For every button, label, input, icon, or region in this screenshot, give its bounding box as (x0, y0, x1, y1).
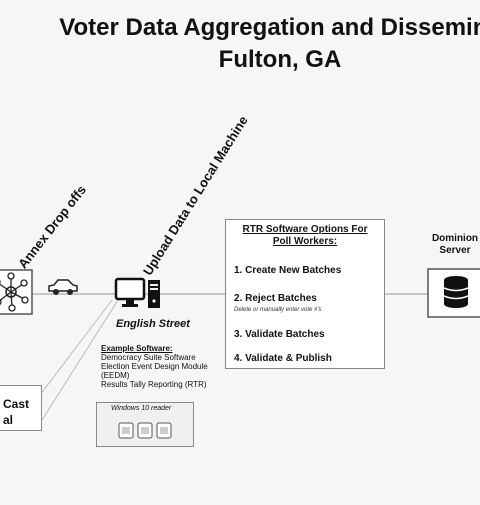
windows-reader-label: Windows 10 reader (111, 405, 172, 412)
example-software-line: Democracy Suite Software (101, 353, 196, 362)
rtr-option: 4. Validate & Publish (234, 353, 332, 364)
example-software-heading: Example Software: (101, 344, 173, 353)
cast-box-label: Cast al (3, 397, 30, 427)
diagram-subtitle: Fulton, GA (218, 46, 342, 73)
car-icon (48, 279, 78, 295)
database-icon (427, 268, 480, 318)
windows-reader-box: Windows 10 reader (96, 402, 194, 447)
diagram-title: Voter Data Aggregation and Dissemina (59, 14, 480, 41)
rtr-title: RTR Software Options For Poll Workers: (242, 224, 368, 247)
rtr-option: 3. Validate Batches (234, 329, 325, 340)
example-software-line: Results Tally Reporting (RTR) (101, 380, 207, 389)
example-software: Example Software: Democracy Suite Softwa… (101, 344, 208, 389)
example-software-line: Election Event Design Module (101, 362, 208, 371)
cast-box: Cast al (0, 385, 42, 431)
network-hub-icon (0, 269, 33, 315)
rtr-option-note: Delete or manually enter vote #'s (234, 307, 322, 313)
dominion-server-label: Dominion Server (431, 233, 479, 256)
rtr-options-box: RTR Software Options For Poll Workers: 1… (225, 219, 385, 369)
english-street-label: English Street (116, 318, 190, 330)
rtr-option: 2. Reject Batches (234, 293, 317, 304)
computer-icon (114, 277, 160, 308)
card-reader-icon (118, 422, 172, 439)
rtr-option: 1. Create New Batches (234, 265, 342, 276)
example-software-line: (EEDM) (101, 371, 130, 380)
